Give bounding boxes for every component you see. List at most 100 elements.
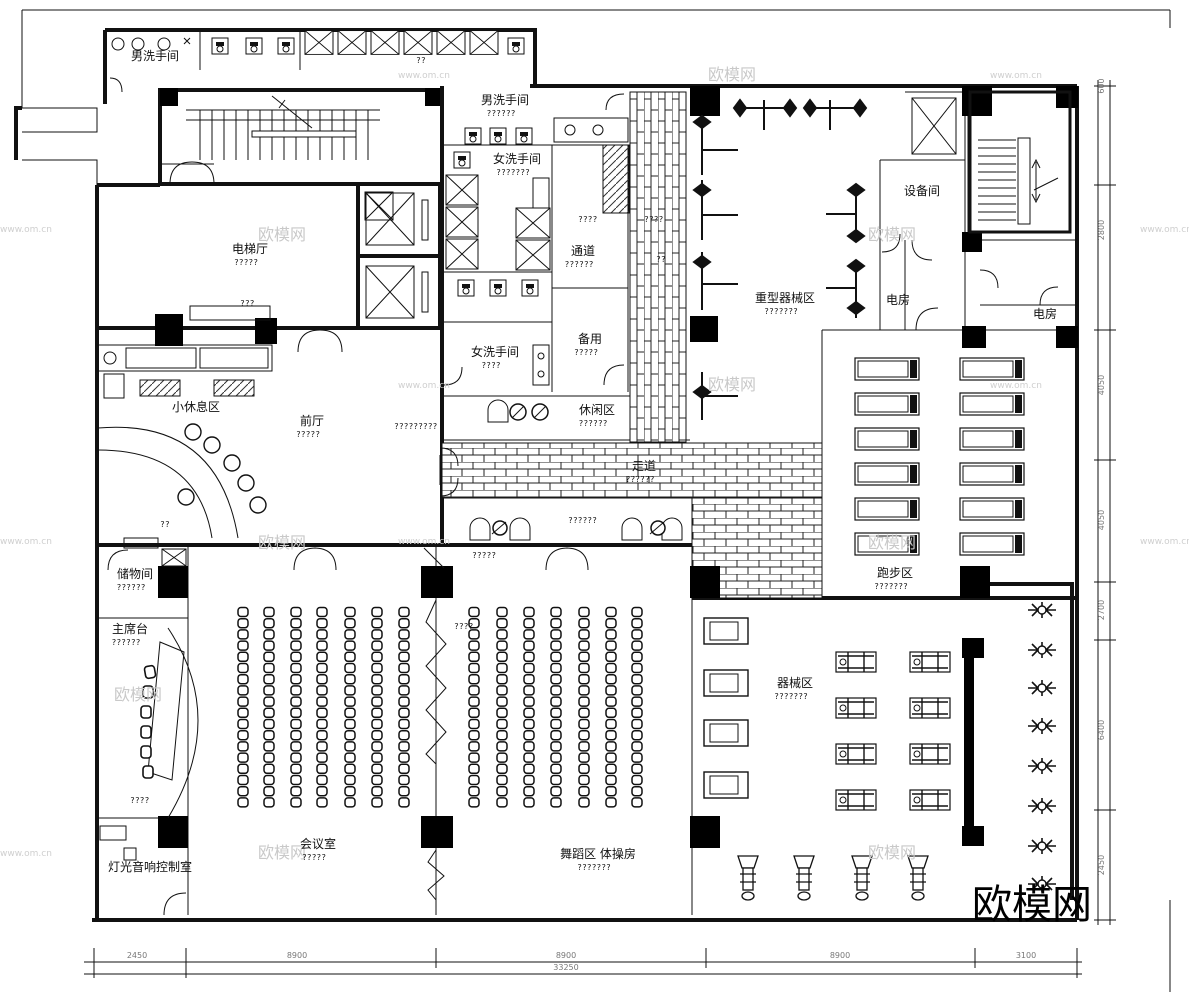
seat bbox=[578, 785, 590, 797]
seat bbox=[290, 763, 302, 775]
room-lobby: 前厅????? bbox=[296, 413, 324, 439]
room-treadmill: 跑步区??????? bbox=[874, 566, 913, 591]
seat bbox=[263, 729, 275, 741]
watermark-url: www.om.cn bbox=[1140, 225, 1189, 235]
seat bbox=[631, 741, 643, 752]
room-name: 女洗手间 bbox=[471, 344, 519, 359]
room-dance-gym: 舞蹈区 体操房??????? bbox=[560, 846, 636, 872]
seat bbox=[468, 629, 480, 640]
seat bbox=[550, 774, 562, 786]
seat bbox=[631, 685, 643, 696]
seat bbox=[468, 785, 480, 797]
seat bbox=[316, 629, 328, 640]
seat bbox=[550, 707, 562, 719]
seat bbox=[550, 785, 562, 797]
room-name: 电梯厅 bbox=[232, 242, 268, 256]
heavy-equipment-racks bbox=[692, 98, 868, 420]
structural-columns bbox=[158, 86, 1078, 848]
seat bbox=[550, 606, 562, 618]
watermark-brand: 欧模网 bbox=[708, 65, 756, 84]
seat bbox=[523, 785, 535, 797]
seat bbox=[237, 606, 249, 618]
watermark-url: www.om.cn bbox=[398, 537, 450, 547]
room-storeroom: 储物间?????? bbox=[117, 566, 153, 592]
seat bbox=[605, 718, 617, 730]
seat bbox=[290, 707, 302, 719]
room-storage: 备用????? bbox=[574, 332, 602, 357]
seat bbox=[344, 752, 356, 763]
dimension-right: 4050 bbox=[1097, 510, 1106, 530]
dimension-bottom: 8900 bbox=[830, 951, 850, 960]
seat bbox=[263, 606, 275, 618]
seat bbox=[371, 774, 383, 786]
room-labels: 男洗手间男洗手间??????女洗手间???????电梯厅?????通道?????… bbox=[108, 49, 1057, 874]
seat bbox=[496, 763, 508, 775]
seat bbox=[263, 629, 275, 640]
urinal-row bbox=[304, 30, 499, 55]
seat bbox=[468, 797, 480, 808]
seat bbox=[237, 774, 249, 786]
dimension-right: 2450 bbox=[1097, 855, 1106, 875]
seat bbox=[316, 673, 328, 685]
seat bbox=[398, 707, 410, 719]
equipment-machines bbox=[703, 582, 1074, 901]
seat bbox=[316, 617, 328, 629]
seat bbox=[263, 752, 275, 763]
seat bbox=[631, 640, 643, 651]
seat bbox=[398, 774, 410, 786]
seat bbox=[371, 729, 383, 741]
brick-walkway bbox=[441, 91, 823, 599]
seat bbox=[631, 707, 643, 719]
seat bbox=[371, 640, 383, 651]
seat bbox=[523, 629, 535, 640]
seat bbox=[371, 606, 383, 618]
seat bbox=[344, 785, 356, 797]
seat bbox=[578, 629, 590, 640]
seat bbox=[371, 785, 383, 797]
seat bbox=[398, 696, 410, 707]
seat bbox=[605, 662, 617, 674]
seat bbox=[523, 651, 535, 663]
seat bbox=[523, 685, 535, 696]
seat bbox=[605, 752, 617, 763]
seat bbox=[496, 696, 508, 707]
room-lounge: 小休息区 bbox=[172, 399, 220, 414]
seat bbox=[523, 774, 535, 786]
seat bbox=[578, 797, 590, 808]
annotation-code: ??? bbox=[240, 299, 255, 308]
watermark-brand: 欧模网 bbox=[868, 843, 916, 862]
room-code: ?????? bbox=[579, 419, 608, 428]
seat bbox=[371, 763, 383, 775]
watermark-brand: 欧模网 bbox=[258, 533, 306, 552]
room-name: 走道 bbox=[632, 459, 656, 473]
room-av-control: 灯光音响控制室 bbox=[108, 859, 192, 874]
seat bbox=[344, 617, 356, 629]
rostrum-stage bbox=[99, 627, 199, 916]
room-equipment-area: 器械区??????? bbox=[774, 675, 813, 701]
room-name: 男洗手间 bbox=[481, 93, 529, 107]
seat bbox=[316, 606, 328, 618]
seat bbox=[344, 640, 356, 651]
room-code: ????? bbox=[234, 258, 258, 267]
seat bbox=[550, 797, 562, 808]
seat bbox=[263, 707, 275, 719]
leisure-seating bbox=[469, 399, 683, 541]
room-code: ??????? bbox=[764, 307, 798, 316]
seat bbox=[263, 685, 275, 696]
seat bbox=[398, 629, 410, 640]
seat bbox=[263, 763, 275, 775]
room-name: 会议室 bbox=[300, 836, 336, 851]
room-name: 重型器械区 bbox=[755, 290, 815, 305]
seat bbox=[468, 696, 480, 707]
seat bbox=[290, 685, 302, 696]
seat bbox=[578, 696, 590, 707]
room-washroom-women-upper: 女洗手间??????? bbox=[493, 151, 541, 177]
room-name: 器械区 bbox=[777, 675, 813, 690]
seat bbox=[237, 763, 249, 775]
room-meeting-room: 会议室????? bbox=[300, 836, 336, 862]
room-code: ??????? bbox=[774, 692, 808, 701]
seat bbox=[344, 797, 356, 808]
seat bbox=[550, 629, 562, 640]
